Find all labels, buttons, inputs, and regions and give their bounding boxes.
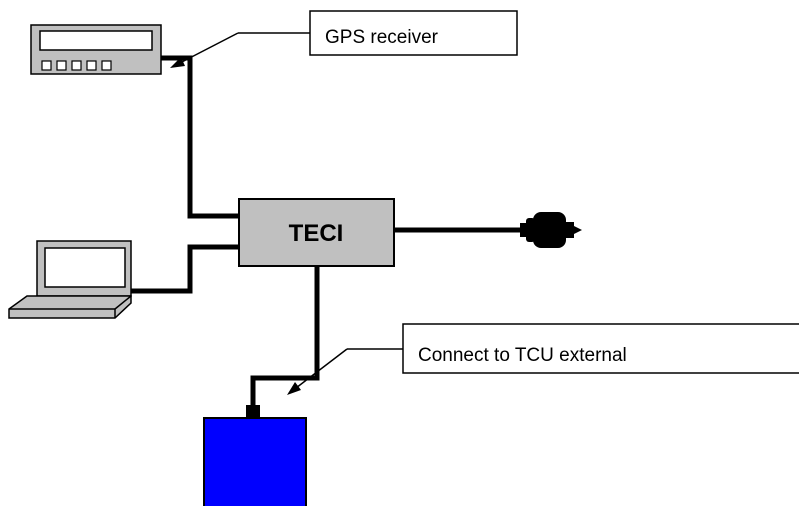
tcu-cable xyxy=(250,266,320,405)
tcu-callout: Connect to TCU external xyxy=(287,323,799,395)
gps-callout-text: GPS receiver xyxy=(325,27,439,48)
gps-cable xyxy=(161,55,239,219)
teci-label: TECI xyxy=(289,220,344,247)
tcu-unit xyxy=(203,417,307,506)
tcu-callout-text: Connect to TCU external xyxy=(418,345,627,366)
laptop-device xyxy=(8,240,132,319)
teci-box: TECI xyxy=(238,198,395,267)
laptop-cable xyxy=(131,244,239,294)
tcu-connector xyxy=(246,405,260,418)
power-plug-icon xyxy=(520,212,582,248)
gps-callout: GPS receiver xyxy=(170,10,518,68)
tcu-callout-arrowhead xyxy=(287,382,301,395)
gps-callout-arrowhead xyxy=(170,57,185,68)
gps-receiver-device xyxy=(30,24,162,75)
